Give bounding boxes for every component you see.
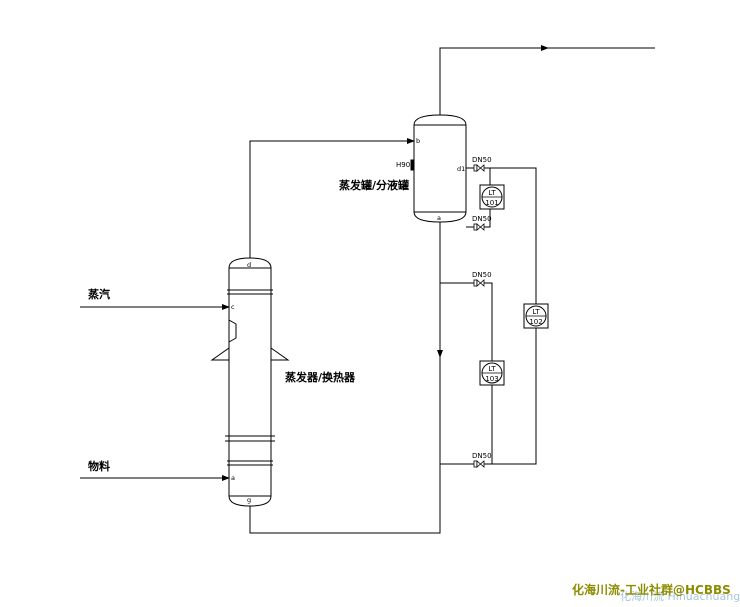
nozzle-evap-top: d <box>247 261 251 269</box>
label-separator: 蒸发罐/分液罐 <box>339 178 409 192</box>
lt102-number: 102 <box>529 318 542 326</box>
vapor-transfer-line <box>249 138 415 258</box>
valve-label-4: DN50 <box>472 452 492 460</box>
watermark-sub: 化海川流 Hihuachuang <box>620 589 740 603</box>
nozzle-sep-bottom: a <box>437 214 441 222</box>
separator-vessel <box>410 114 467 223</box>
valve-dn50-4[interactable] <box>473 460 485 468</box>
label-separator-tag: H90 <box>396 161 410 169</box>
label-feed: 物料 <box>88 459 110 473</box>
instrument-lt101[interactable]: LT 101 <box>479 184 505 210</box>
nozzle-sep-level: d1 <box>457 165 465 173</box>
lt103-number: 103 <box>485 375 498 383</box>
valve-dn50-2[interactable] <box>473 223 485 231</box>
valve-label-2: DN50 <box>472 215 492 223</box>
valve-label-1: DN50 <box>472 156 492 164</box>
lt101-code: LT <box>488 189 496 197</box>
overhead-vapor-line <box>439 47 655 115</box>
recirculation-line <box>249 222 441 534</box>
instrument-lt103[interactable]: LT 103 <box>479 360 505 386</box>
instrument-lt102[interactable]: LT 102 <box>523 303 549 329</box>
watermark-main: 化海川流-工业社群@HCBBS <box>572 582 731 597</box>
evaporator-vessel <box>210 257 290 507</box>
valve-label-3: DN50 <box>472 271 492 279</box>
nozzle-evap-bottom: g <box>247 496 251 504</box>
valve-dn50-1[interactable] <box>473 164 485 172</box>
nozzle-evap-feed: a <box>231 474 235 482</box>
nozzle-sep-inlet: b <box>416 137 420 145</box>
label-evaporator: 蒸发器/换热器 <box>285 370 356 384</box>
nozzle-evap-steam: c <box>231 303 235 311</box>
lt103-code: LT <box>488 365 496 373</box>
lt101-number: 101 <box>485 199 498 207</box>
valve-dn50-3[interactable] <box>473 279 485 287</box>
lt102-code: LT <box>532 308 540 316</box>
label-steam: 蒸汽 <box>88 287 110 301</box>
